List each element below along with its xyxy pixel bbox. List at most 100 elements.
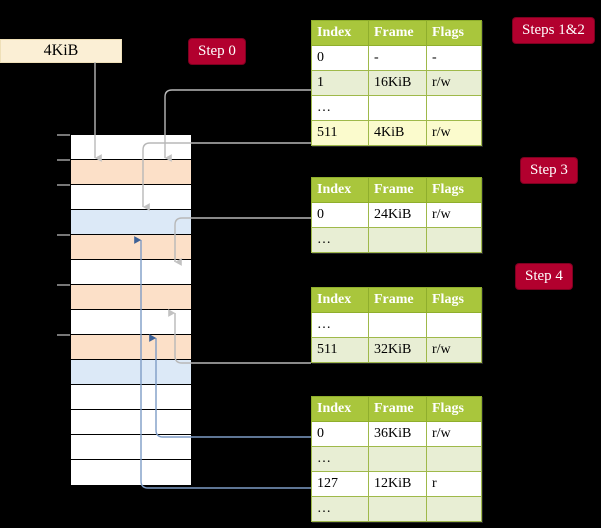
badge-steps-1-and-2: Steps 1&2 [513, 18, 594, 43]
memory-frame-row [71, 360, 191, 385]
cell-frame: - [368, 45, 427, 71]
column-header-flags: Flags [426, 177, 482, 203]
badge-step-3-label: Step 3 [530, 162, 568, 178]
cell-flags: - [426, 45, 482, 71]
cell-index: 1 [311, 70, 369, 96]
memory-tick-mark [57, 234, 70, 236]
cell-frame [368, 496, 427, 522]
cell-frame [368, 95, 427, 121]
cell-flags [426, 95, 482, 121]
table-row: 0-- [311, 45, 482, 71]
memory-frame-row [71, 435, 191, 460]
cell-frame: 32KiB [368, 337, 427, 363]
column-header-flags: Flags [426, 396, 482, 422]
badge-steps-1-and-2-label: Steps 1&2 [522, 22, 585, 38]
column-header-index: Index [311, 287, 369, 313]
column-header-frame: Frame [368, 177, 427, 203]
column-header-frame: Frame [368, 396, 427, 422]
memory-frame-row [71, 310, 191, 335]
column-header-index: Index [311, 20, 369, 46]
memory-frame-row [71, 135, 191, 160]
memory-frame-row [71, 460, 191, 485]
badge-step-4-label: Step 4 [525, 268, 563, 284]
badge-step-3: Step 3 [521, 158, 577, 183]
memory-frame-row [71, 185, 191, 210]
cell-frame: 12KiB [368, 471, 427, 497]
cell-frame [368, 227, 427, 253]
memory-frame-row [71, 210, 191, 235]
table-row: … [311, 446, 482, 472]
cell-index: 127 [311, 471, 369, 497]
cell-index: … [311, 312, 369, 338]
memory-frame-row [71, 410, 191, 435]
cell-index: 0 [311, 421, 369, 447]
cell-index: … [311, 496, 369, 522]
cell-index: 511 [311, 337, 369, 363]
memory-frame-row [71, 160, 191, 185]
table-header-row: Index Frame Flags [311, 177, 482, 203]
badge-step-4: Step 4 [516, 264, 572, 289]
memory-frame-row [71, 385, 191, 410]
table-row: … [311, 496, 482, 522]
memory-frame-row [71, 235, 191, 260]
column-header-flags: Flags [426, 287, 482, 313]
column-header-index: Index [311, 177, 369, 203]
badge-step-0-label: Step 0 [198, 43, 236, 59]
wire-level3-24kib-to-memory [174, 217, 311, 266]
memory-frame-row [71, 260, 191, 285]
cell-flags: r/w [426, 202, 482, 228]
table-header-row: Index Frame Flags [311, 20, 482, 46]
cell-index: 511 [311, 120, 369, 146]
cell-frame: 24KiB [368, 202, 427, 228]
cell-index: … [311, 227, 369, 253]
memory-tick-mark [57, 184, 70, 186]
column-header-frame: Frame [368, 20, 427, 46]
memory-tick-mark [57, 159, 70, 161]
cell-flags [426, 227, 482, 253]
memory-tick-mark [57, 284, 70, 286]
source-box-4kib: 4KiB [0, 39, 122, 63]
cell-index: … [311, 446, 369, 472]
cell-flags: r/w [426, 421, 482, 447]
cell-flags: r/w [426, 337, 482, 363]
badge-step-0: Step 0 [189, 39, 245, 64]
cell-frame: 36KiB [368, 421, 427, 447]
table-row: … [311, 312, 482, 338]
column-header-frame: Frame [368, 287, 427, 313]
cell-index: … [311, 95, 369, 121]
cell-frame: 16KiB [368, 70, 427, 96]
cell-frame: 4KiB [368, 120, 427, 146]
cell-index: 0 [311, 45, 369, 71]
memory-frame-row [71, 285, 191, 310]
cell-frame [368, 446, 427, 472]
cell-flags [426, 312, 482, 338]
cell-flags: r [426, 471, 482, 497]
cell-flags [426, 446, 482, 472]
cell-frame [368, 312, 427, 338]
table-header-row: Index Frame Flags [311, 396, 482, 422]
physical-memory-column [70, 134, 191, 485]
cell-index: 0 [311, 202, 369, 228]
table-row: … [311, 95, 482, 121]
cell-flags: r/w [426, 120, 482, 146]
column-header-index: Index [311, 396, 369, 422]
cell-flags: r/w [426, 70, 482, 96]
cell-flags [426, 496, 482, 522]
memory-tick-mark [57, 334, 70, 336]
memory-tick-mark [57, 134, 70, 136]
wire-level2-32kib-to-memory [168, 309, 311, 364]
memory-frame-row [71, 335, 191, 360]
column-header-flags: Flags [426, 20, 482, 46]
table-row: … [311, 227, 482, 253]
